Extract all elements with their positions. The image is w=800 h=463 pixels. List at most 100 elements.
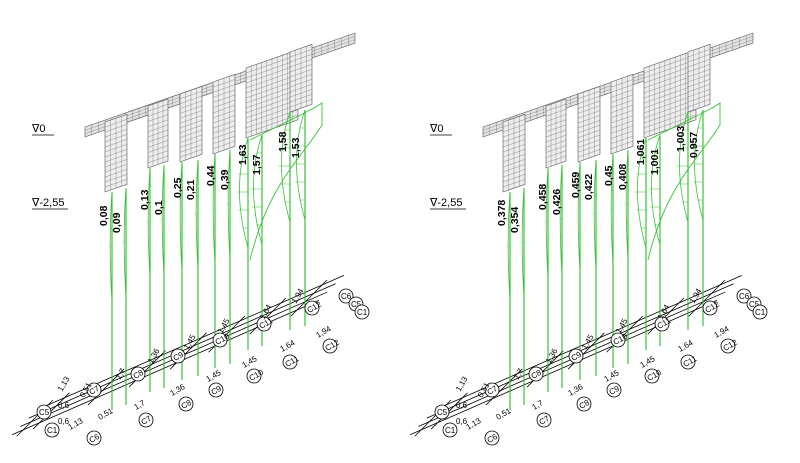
wall-grid-line	[502, 159, 526, 168]
level-top-label: ∇0	[429, 123, 443, 135]
wall-grid-line	[610, 120, 634, 129]
wall-grid-line	[687, 59, 711, 68]
level-top-label: ∇0	[31, 123, 45, 135]
pile-value-label: 0,09	[111, 212, 123, 233]
deflection-curve	[593, 159, 597, 271]
wall-grid-line	[289, 59, 313, 68]
deflection-envelope	[647, 102, 721, 261]
wall-grid-line	[687, 79, 711, 88]
wall-grid-line	[104, 129, 128, 138]
deflection-curve	[637, 137, 647, 249]
wall-grid-line	[545, 124, 567, 132]
wall-grid-line	[643, 64, 697, 84]
wall-grid-line	[289, 99, 313, 108]
wall-grid-line	[245, 99, 299, 119]
column-marker	[528, 366, 544, 382]
wall-grid-line	[104, 144, 128, 153]
wall-grid-line	[577, 125, 601, 133]
dimension-label: 0,6	[58, 401, 70, 410]
wall-grid-line	[104, 119, 128, 128]
dimension-label: 0,6	[456, 401, 468, 410]
base-grid-line	[11, 300, 320, 436]
wall-grid-line	[245, 54, 299, 74]
wall-grid-line	[147, 155, 169, 163]
column-marker	[170, 348, 186, 364]
wall-grid-line	[212, 130, 236, 139]
deflection-curve	[123, 187, 127, 299]
wall-grid-line	[610, 99, 634, 108]
deflection-curve	[651, 134, 661, 246]
deflection-curve	[545, 167, 549, 279]
wall-grid-line	[545, 109, 567, 117]
end-label: C5	[749, 300, 760, 309]
wall-grid-line	[245, 89, 299, 109]
wall-grid-line	[502, 179, 526, 188]
wall-grid-line	[610, 110, 634, 119]
wall-grid-line	[577, 110, 601, 119]
wall-grid-line	[610, 130, 634, 139]
deflection-curve	[559, 164, 563, 276]
column-marker	[322, 338, 338, 354]
end-label: C1	[47, 426, 58, 435]
base-grid-line	[485, 368, 523, 406]
wall-grid-line	[545, 129, 567, 138]
wall-grid-line	[245, 84, 299, 104]
base-grid-line	[128, 350, 166, 388]
pile-value-label: 0,426	[551, 189, 563, 215]
column-marker	[536, 412, 552, 428]
wall-grid-line	[687, 84, 711, 93]
wall-grid-line	[545, 145, 567, 153]
column-marker	[576, 396, 592, 412]
deflection-curve	[507, 191, 511, 303]
deflection-curve	[281, 111, 291, 223]
wall-grid-line	[104, 174, 128, 183]
wall-grid-line	[577, 149, 601, 158]
wall-grid-line	[502, 119, 526, 128]
wall-grid-line	[687, 54, 711, 63]
wall-grid-line	[104, 154, 128, 163]
column-marker	[680, 354, 696, 370]
wall-grid-line	[610, 89, 634, 98]
wall-grid-line	[577, 129, 601, 138]
column-marker	[702, 300, 718, 316]
wall-grid-line	[104, 159, 128, 168]
deflection-curve	[195, 159, 199, 271]
dimension-label: 1,13	[454, 375, 470, 393]
wall-grid-line	[502, 164, 526, 173]
wall-grid-line	[179, 91, 203, 99]
column-marker	[246, 368, 262, 384]
pile-value-label: 0,13	[139, 189, 151, 210]
wall-grid-line	[147, 140, 169, 148]
wall-grid-line	[643, 84, 697, 104]
dimension-label: 1,64	[677, 338, 695, 354]
wall-grid-line	[643, 114, 697, 134]
end-marker	[44, 422, 60, 438]
wall-grid-line	[179, 139, 203, 148]
column-marker	[720, 338, 736, 354]
wall-grid-line	[502, 134, 526, 143]
deflection-curve	[179, 161, 183, 273]
column-marker	[304, 300, 320, 316]
column-marker	[606, 382, 622, 398]
wall-grid-line	[577, 115, 601, 124]
wall-grid-line	[212, 125, 236, 134]
wall-grid-line	[212, 105, 236, 113]
wall-grid-line	[502, 149, 526, 158]
end-label: C6	[341, 292, 352, 301]
wall-grid-line	[179, 120, 203, 129]
deflection-curve	[625, 149, 629, 261]
wall-grid-line	[179, 95, 203, 104]
wall-grid-line	[687, 49, 711, 58]
column-marker	[138, 412, 154, 428]
wall-grid-line	[643, 69, 697, 89]
wall-grid-line	[212, 84, 236, 93]
dimension-label: 1,45	[205, 368, 223, 384]
base-grid-line	[647, 297, 685, 335]
pile-value-label: 1,58	[277, 131, 289, 152]
end-marker	[354, 304, 370, 320]
end-marker	[442, 422, 458, 438]
dimension-label: 1,36	[567, 382, 585, 398]
wall-grid-line	[289, 94, 313, 103]
column-marker	[484, 430, 500, 446]
wall-grid-line	[104, 139, 128, 148]
